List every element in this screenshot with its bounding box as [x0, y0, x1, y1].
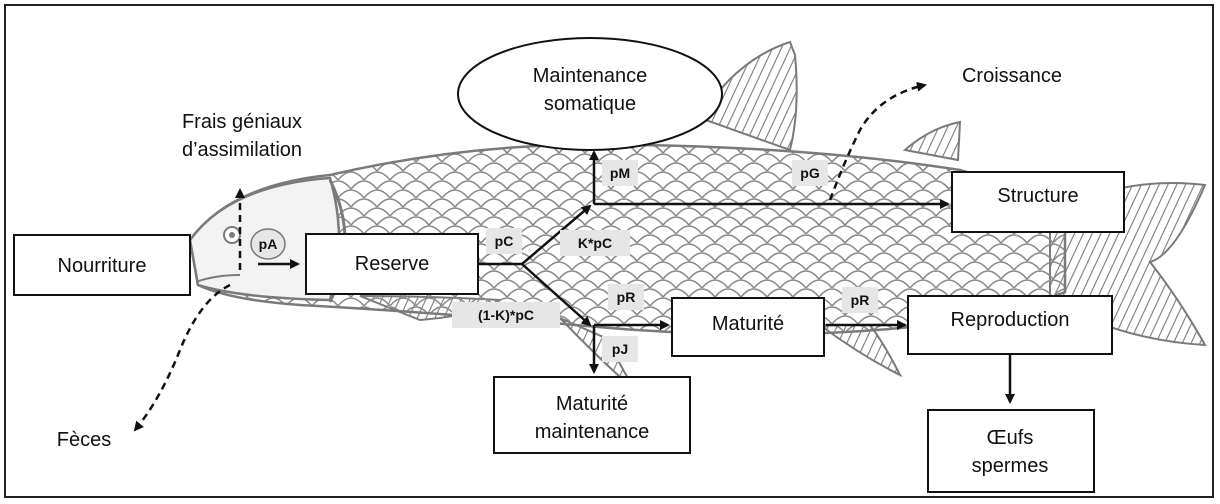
flux-kpc: K*pC [560, 230, 630, 256]
adipose-fin [905, 122, 960, 160]
flux-pM: pM [602, 160, 638, 186]
svg-text:(1-K)*pC: (1-K)*pC [478, 307, 534, 323]
flux-pJ: pJ [602, 336, 638, 362]
box-maturite-maintenance: Maturité maintenance [494, 377, 690, 453]
box-oeufs-line1: Œufs [987, 427, 1034, 449]
box-reproduction-label: Reproduction [951, 309, 1070, 331]
svg-text:K*pC: K*pC [578, 235, 612, 251]
box-structure-label: Structure [997, 185, 1078, 207]
box-structure: Structure [952, 172, 1124, 232]
flux-pA: pA [251, 229, 285, 259]
flux-pG: pG [792, 160, 828, 186]
ellipse-line2: somatique [544, 93, 636, 115]
box-reserve-label: Reserve [355, 253, 429, 275]
box-nourriture: Nourriture [14, 235, 190, 295]
box-oeufs: Œufs spermes [928, 410, 1094, 492]
box-maturite-label: Maturité [712, 313, 784, 335]
svg-text:pR: pR [617, 289, 636, 305]
box-matmaint-line1: Maturité [556, 393, 628, 415]
svg-text:pC: pC [495, 233, 514, 249]
ellipse-maintenance: Maintenance somatique [458, 38, 722, 150]
flux-pC: pC [486, 228, 522, 254]
svg-text:pM: pM [610, 165, 630, 181]
svg-text:pA: pA [259, 236, 278, 252]
box-reproduction: Reproduction [908, 296, 1112, 354]
svg-text:pR: pR [851, 292, 870, 308]
box-matmaint-line2: maintenance [535, 421, 650, 443]
svg-text:pG: pG [800, 165, 820, 181]
flux-1kpc: (1-K)*pC [452, 302, 560, 328]
svg-text:pJ: pJ [612, 341, 628, 357]
flux-pR-right: pR [842, 287, 878, 313]
label-frais-line2: d’assimilation [182, 139, 302, 161]
arrow-feces-dashed [135, 285, 230, 430]
box-reserve: Reserve [306, 234, 478, 294]
box-maturite: Maturité [672, 298, 824, 356]
flux-pR-top: pR [608, 284, 644, 310]
label-frais-line1: Frais géniaux [182, 111, 302, 133]
box-oeufs-line2: spermes [972, 455, 1049, 477]
box-nourriture-label: Nourriture [58, 255, 147, 277]
ellipse-line1: Maintenance [533, 65, 648, 87]
label-feces: Fèces [57, 429, 111, 451]
label-croissance: Croissance [962, 65, 1062, 87]
